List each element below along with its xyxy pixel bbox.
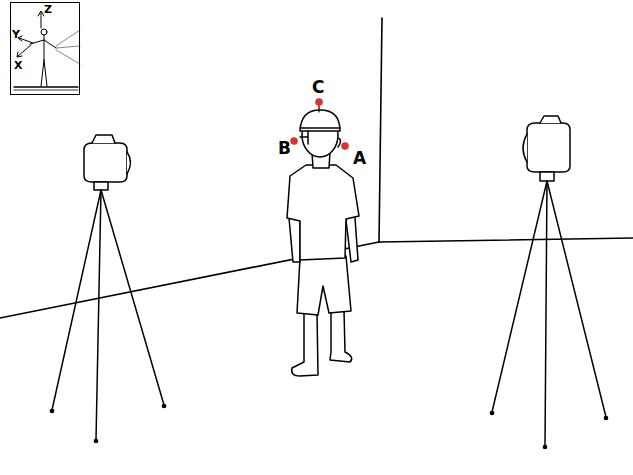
inset-figure xyxy=(14,11,80,90)
marker-label: C xyxy=(312,79,324,96)
floor-line-right xyxy=(379,238,633,242)
head-markers xyxy=(291,99,348,149)
axis-label: X xyxy=(14,60,22,71)
inset-box: Y Z X xyxy=(10,2,80,95)
marker-label: A xyxy=(353,150,366,167)
axis-label: Y xyxy=(12,29,20,40)
left-camera xyxy=(50,135,165,443)
axis-label: Z xyxy=(44,4,52,15)
right-camera xyxy=(490,116,607,449)
wall-corner-line xyxy=(379,18,382,242)
subject-figure xyxy=(287,110,359,376)
marker-label: B xyxy=(278,140,291,157)
